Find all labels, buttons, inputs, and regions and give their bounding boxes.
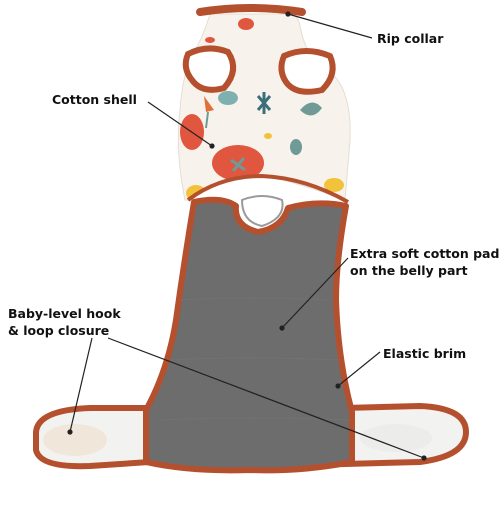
leader-pad — [281, 257, 349, 329]
callout-pad-line2: on the belly part — [350, 263, 468, 278]
callout-rip-collar: Rip collar — [377, 31, 444, 46]
leader-cotton-shell — [147, 101, 213, 147]
leg-opening-left — [182, 45, 237, 93]
waist-band — [186, 173, 349, 204]
callout-pad-line1: Extra soft cotton pad — [350, 246, 500, 261]
leg-opening-right — [278, 48, 336, 95]
leader-hook-closure-right — [107, 337, 425, 459]
shell-print-pattern — [180, 18, 344, 200]
callout-hook-line2: & loop closure — [8, 323, 110, 338]
leader-rip-collar — [287, 13, 373, 39]
leader-hook-closure-left — [69, 337, 93, 433]
belly-pad — [143, 196, 355, 474]
callout-cotton-shell: Cotton shell — [52, 92, 137, 107]
callout-hook-line1: Baby-level hook — [8, 306, 121, 321]
callout-elastic-brim: Elastic brim — [383, 346, 467, 361]
rip-collar — [196, 4, 306, 16]
tail-hole — [240, 195, 284, 228]
leader-elastic-brim — [337, 351, 381, 387]
callout-lines — [67, 11, 427, 461]
